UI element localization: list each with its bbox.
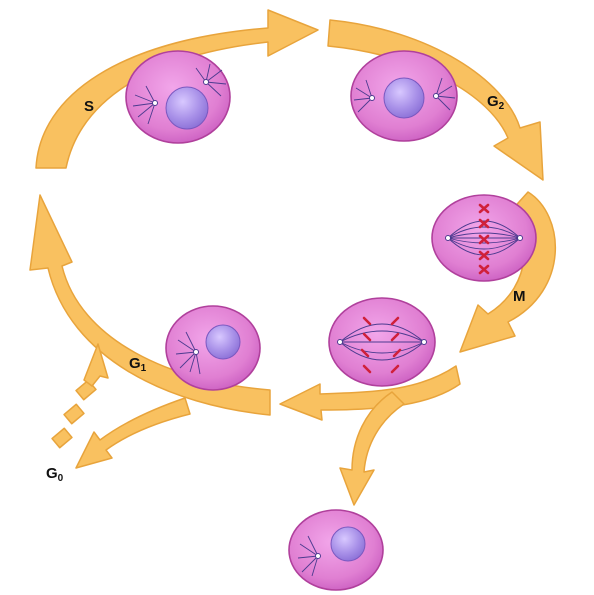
g1-phase-cell	[165, 305, 261, 391]
g1-aster	[175, 331, 201, 375]
daughter-nucleus	[330, 526, 366, 562]
daughter-cell	[288, 509, 384, 591]
s-phase-cell	[125, 50, 231, 144]
cytokinesis-arrow	[279, 365, 461, 421]
s-aster-left	[132, 85, 158, 125]
s-phase-label: S	[84, 98, 95, 115]
metaphase-spindle	[445, 220, 523, 256]
g0-dash-1	[51, 427, 73, 449]
metaphase-chromosomes	[478, 203, 490, 275]
g1-phase-label: G1	[129, 355, 147, 374]
anaphase-chromosomes	[360, 316, 402, 374]
g1-phase-arrow	[29, 194, 271, 416]
g1-nucleus	[205, 324, 241, 360]
g0-dash-2	[63, 403, 85, 425]
g2-aster-right	[433, 77, 456, 111]
g2-phase-label: G2	[487, 93, 505, 112]
s-phase-arrow	[35, 9, 319, 169]
g0-exit-arrow	[75, 397, 191, 469]
g0-phase-label: G0	[46, 465, 64, 484]
g2-phase-cell	[350, 50, 458, 142]
daughter-cell-arrow	[339, 391, 405, 506]
metaphase-cell	[431, 194, 537, 282]
daughter-aster	[297, 535, 321, 577]
s-aster-right	[195, 63, 227, 97]
s-nucleus	[165, 86, 209, 130]
g2-aster-left	[353, 79, 375, 113]
g2-nucleus	[383, 77, 425, 119]
g0-reentry-arrowhead	[83, 343, 109, 387]
m-phase-label: M	[513, 288, 526, 305]
anaphase-spindle	[337, 323, 427, 361]
anaphase-cell	[328, 297, 436, 387]
